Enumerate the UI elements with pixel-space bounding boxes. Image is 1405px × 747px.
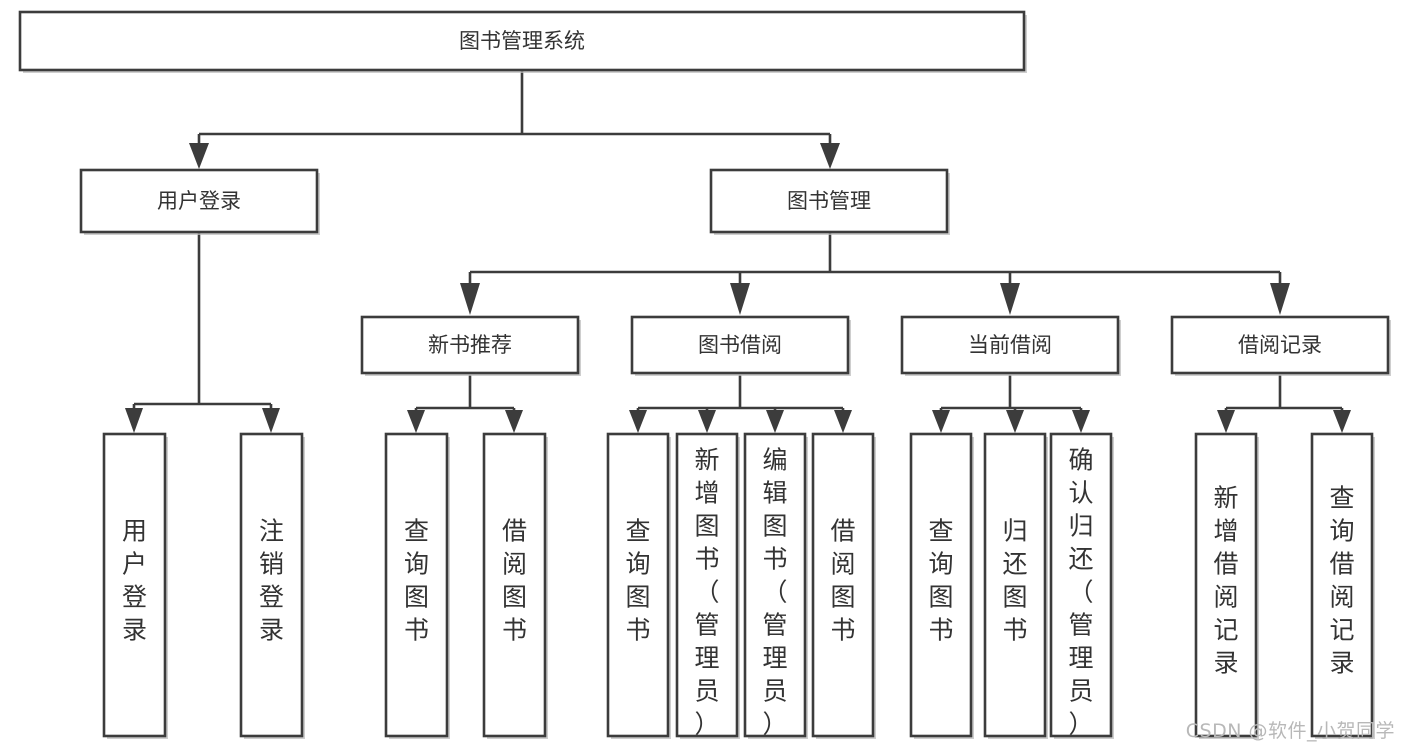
- leaf-cb-confirm-label: 确认归还（管理员）: [1068, 446, 1093, 739]
- node-current-borrow-label: 当前借阅: [968, 333, 1052, 357]
- node-leaf-bb-borrow[interactable]: 借阅图书: [811, 432, 876, 739]
- leaf-br-query-rect: [1310, 432, 1374, 738]
- leaf-cb-confirm-rect: [1049, 432, 1113, 738]
- arrowhead-newbookrec: [460, 283, 480, 315]
- connector-lines: [125, 70, 1351, 433]
- leaf-br-add-label: 新增借阅记录: [1213, 484, 1238, 678]
- node-user-login-label: 用户登录: [157, 189, 241, 213]
- arrowhead-leaf-user-login: [125, 408, 143, 433]
- node-current-borrow[interactable]: 当前借阅: [900, 315, 1121, 376]
- node-leaf-nb-query[interactable]: 查询图书: [384, 432, 450, 739]
- node-book-borrow-label: 图书借阅: [698, 333, 782, 357]
- arrowhead-bookmanage: [820, 143, 840, 169]
- arrowhead-userlogin: [189, 143, 209, 169]
- leaf-node-layer: 用户登录 注销登录 查询图书 借阅图书 查询图书 新增图书（管理员） 编辑图书（管理员） 借阅…: [102, 432, 1375, 739]
- node-leaf-logout[interactable]: 注销登录: [239, 432, 305, 739]
- node-leaf-nb-borrow[interactable]: 借阅图书: [482, 432, 548, 739]
- leaf-cb-query-label: 查询图书: [928, 517, 953, 645]
- leaf-bb-add-label: 新增图书（管理员）: [694, 446, 719, 739]
- leaf-bb-query-label: 查询图书: [625, 517, 650, 645]
- arrowhead-leaf-nb-borrow: [505, 410, 523, 433]
- node-leaf-br-query[interactable]: 查询借阅记录: [1310, 432, 1375, 739]
- node-book-manage-rect: [709, 168, 949, 234]
- leaf-br-add-rect: [1194, 432, 1258, 738]
- leaf-bb-edit-label: 编辑图书（管理员）: [762, 446, 787, 739]
- leaf-user-login-rect: [102, 432, 167, 738]
- node-book-borrow-rect: [630, 315, 850, 375]
- node-book-manage-label: 图书管理: [787, 189, 871, 213]
- leaf-nb-borrow-label: 借阅图书: [502, 517, 527, 645]
- node-leaf-bb-edit[interactable]: 编辑图书（管理员）: [743, 432, 808, 739]
- leaf-logout-rect: [239, 432, 304, 738]
- node-new-book-recommend-label: 新书推荐: [428, 333, 512, 357]
- node-leaf-cb-confirm[interactable]: 确认归还（管理员）: [1049, 432, 1114, 739]
- leaf-nb-query-label: 查询图书: [404, 517, 429, 645]
- arrowhead-leaf-bb-edit: [766, 410, 784, 433]
- node-book-manage[interactable]: 图书管理: [709, 168, 950, 235]
- node-borrow-record-rect: [1170, 315, 1390, 375]
- node-borrow-record[interactable]: 借阅记录: [1170, 315, 1391, 376]
- leaf-br-query-label: 查询借阅记录: [1329, 484, 1354, 678]
- arrowhead-currentborrow: [1000, 283, 1020, 315]
- arrowhead-leaf-logout: [262, 408, 280, 433]
- arrowhead-leaf-nb-query: [407, 410, 425, 433]
- leaf-cb-return-label: 归还图书: [1002, 517, 1027, 645]
- node-borrow-record-label: 借阅记录: [1238, 333, 1322, 357]
- leaf-bb-query-rect: [606, 432, 670, 738]
- node-leaf-bb-add[interactable]: 新增图书（管理员）: [675, 432, 740, 739]
- node-leaf-cb-query[interactable]: 查询图书: [909, 432, 974, 739]
- leaf-logout-label: 注销登录: [259, 517, 284, 645]
- node-root-rect: [18, 10, 1026, 72]
- leaf-bb-borrow-rect: [811, 432, 875, 738]
- leaf-bb-edit-rect: [743, 432, 807, 738]
- node-user-login[interactable]: 用户登录: [79, 168, 320, 235]
- leaf-cb-query-rect: [909, 432, 973, 738]
- arrowhead-leaf-br-add: [1217, 410, 1235, 433]
- leaf-nb-borrow-rect: [482, 432, 547, 738]
- node-leaf-br-add[interactable]: 新增借阅记录: [1194, 432, 1259, 739]
- node-user-login-rect: [79, 168, 319, 234]
- arrowhead-borrowrecord: [1270, 283, 1290, 315]
- arrowhead-leaf-cb-confirm: [1072, 410, 1090, 433]
- leaf-nb-query-rect: [384, 432, 449, 738]
- leaf-user-login-label: 用户登录: [122, 517, 147, 645]
- arrowhead-leaf-bb-borrow: [834, 410, 852, 433]
- node-leaf-cb-return[interactable]: 归还图书: [983, 432, 1048, 739]
- leaf-bb-add-rect: [675, 432, 739, 738]
- arrowhead-bookborrow: [730, 283, 750, 315]
- arrowhead-leaf-bb-add: [698, 410, 716, 433]
- node-new-book-recommend[interactable]: 新书推荐: [360, 315, 581, 376]
- node-root[interactable]: 图书管理系统: [18, 10, 1027, 73]
- arrowhead-leaf-bb-query: [629, 410, 647, 433]
- node-current-borrow-rect: [900, 315, 1120, 375]
- node-leaf-bb-query[interactable]: 查询图书: [606, 432, 671, 739]
- node-root-label: 图书管理系统: [459, 29, 585, 53]
- arrowhead-leaf-cb-query: [932, 410, 950, 433]
- node-new-book-recommend-rect: [360, 315, 580, 375]
- node-book-borrow[interactable]: 图书借阅: [630, 315, 851, 376]
- node-leaf-user-login[interactable]: 用户登录: [102, 432, 168, 739]
- leaf-cb-return-rect: [983, 432, 1047, 738]
- leaf-bb-borrow-label: 借阅图书: [830, 517, 855, 645]
- arrowhead-leaf-cb-return: [1006, 410, 1024, 433]
- arrowhead-leaf-br-query: [1333, 410, 1351, 433]
